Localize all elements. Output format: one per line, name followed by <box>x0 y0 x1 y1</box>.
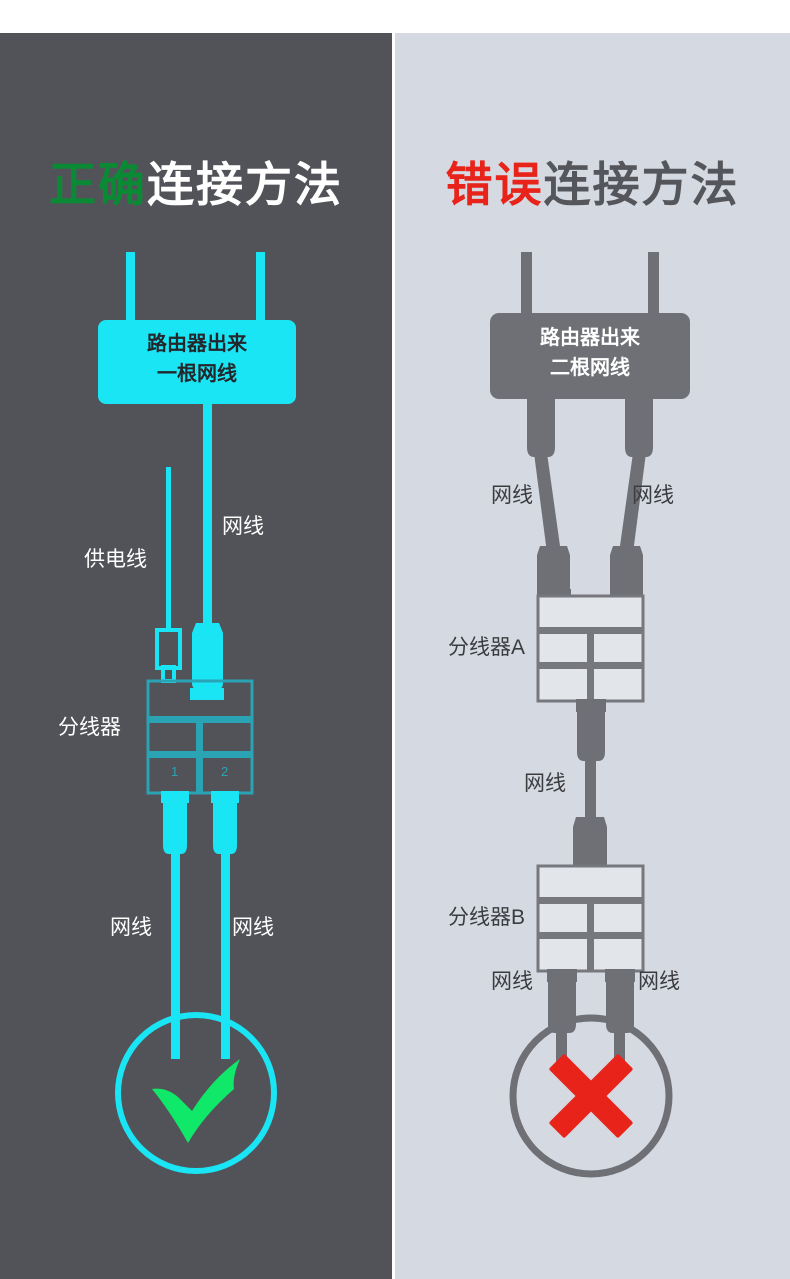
label-splitter-b: 分线器B <box>448 906 526 929</box>
router-antenna-right-wrong <box>648 252 659 334</box>
router-antenna-left <box>126 252 135 332</box>
rj45-plug-router-right <box>625 397 653 457</box>
verdict-circle-wrong <box>509 1014 673 1178</box>
lan-cable-right-long <box>221 849 230 1059</box>
rj45-plug-bottom-right <box>211 791 239 854</box>
router-box-line2-wrong: 二根网线 <box>550 357 630 379</box>
label-lan-lower-right-wrong: 网线 <box>638 970 680 993</box>
router-antenna-left-wrong <box>521 252 532 334</box>
label-lan-cable-right: 网线 <box>232 916 274 939</box>
title-accent-correct: 正确 <box>49 158 147 211</box>
rj45-plug-router-left <box>527 397 555 457</box>
label-lan-upper-left-wrong: 网线 <box>491 484 533 507</box>
panel-correct-method: 正确连接方法 <box>0 33 392 1279</box>
lan-cable-left-long <box>171 849 180 1059</box>
label-splitter-port-2: 2 <box>221 764 229 779</box>
label-splitter-a: 分线器A <box>448 636 526 659</box>
label-lan-middle-wrong: 网线 <box>524 772 566 795</box>
router-box-shape <box>98 320 296 404</box>
lan-cable-middle-wrong <box>585 757 596 823</box>
router-box-line1-wrong: 路由器出来 <box>540 327 640 349</box>
title-correct-method: 正确连接方法 <box>0 161 392 208</box>
label-power-cable: 供电线 <box>84 548 147 571</box>
splitter-a-box <box>536 594 645 703</box>
router-antenna-right <box>256 252 265 332</box>
label-splitter: 分线器 <box>58 716 121 739</box>
lan-cable-upper-left-wrong <box>534 453 561 553</box>
verdict-circle-correct <box>115 1012 277 1174</box>
router-box-text-wrong: 路由器出来 二根网线 <box>490 323 690 383</box>
splitter-b-box <box>536 864 645 973</box>
label-lan-upper-right-wrong: 网线 <box>632 484 674 507</box>
rj45-plug-splitterA-out <box>576 699 606 761</box>
panel-wrong-method: 错误连接方法 <box>395 33 790 1279</box>
diagram-correct-method <box>98 252 296 1174</box>
lan-cable-lower-left-wrong <box>556 1029 567 1069</box>
router-box-line1-correct: 路由器出来 <box>147 333 247 355</box>
splitter-box <box>146 679 254 795</box>
power-plug-body <box>155 628 182 670</box>
check-mark-icon <box>152 1059 240 1143</box>
rj45-plug-splitterA-right <box>610 546 643 603</box>
lan-cable-upper-right-wrong <box>619 453 646 553</box>
lan-cable-router-to-splitter <box>203 401 212 631</box>
label-lan-cable-left: 网线 <box>110 916 152 939</box>
router-box-line2-correct: 一根网线 <box>157 363 237 385</box>
rj45-plug-splitterA-left <box>537 546 571 603</box>
label-splitter-port-1: 1 <box>171 764 179 779</box>
lan-cable-lower-right-wrong <box>614 1029 625 1069</box>
label-lan-lower-left-wrong: 网线 <box>491 970 533 993</box>
rj45-plug-bottom-left <box>161 791 189 854</box>
diagram-wrong-method <box>490 252 690 1178</box>
power-cable-line <box>166 467 171 629</box>
router-box-text-correct: 路由器出来 一根网线 <box>98 329 296 389</box>
label-lan-cable-top: 网线 <box>222 515 264 538</box>
rj45-plug-top <box>190 623 224 700</box>
title-rest-wrong: 连接方法 <box>543 158 740 211</box>
title-accent-wrong: 错误 <box>445 158 544 211</box>
title-rest-correct: 连接方法 <box>147 158 343 211</box>
cross-mark-icon <box>549 1054 633 1138</box>
title-wrong-method: 错误连接方法 <box>395 161 790 208</box>
router-box-shape-wrong <box>490 313 690 399</box>
